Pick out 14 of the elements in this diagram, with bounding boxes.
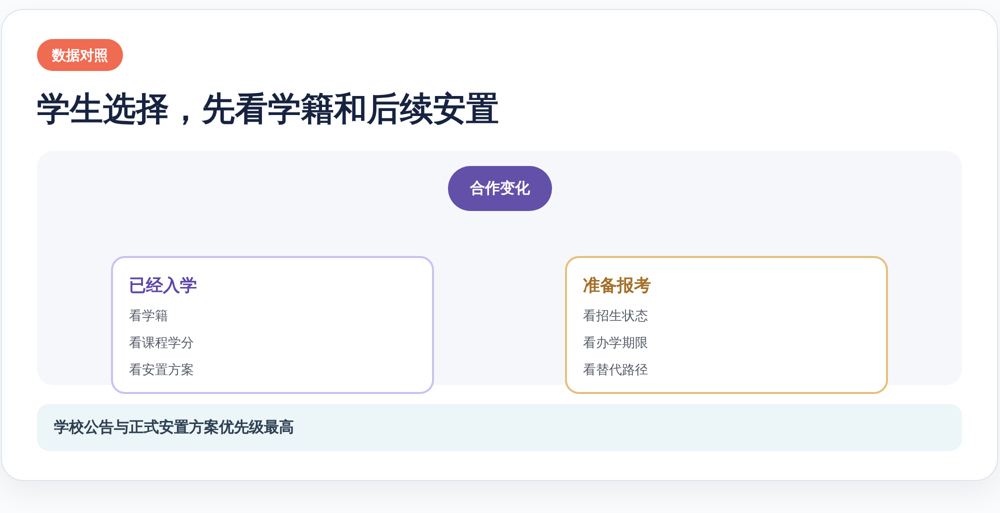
checklist-item: 看课程学分 [129,334,194,352]
checklist-item: 看安置方案 [129,361,194,379]
topic-pill: 合作变化 [448,166,552,211]
page-title: 学生选择，先看学籍和后续安置 [37,89,499,129]
checklist-item: 看招生状态 [583,307,648,325]
info-card [565,256,888,394]
card-heading: 已经入学 [129,275,197,297]
info-card [111,256,434,394]
note-banner: 学校公告与正式安置方案优先级最高 [37,404,962,451]
checklist-item: 看学籍 [129,307,168,325]
checklist-item: 看办学期限 [583,334,648,352]
checklist-item: 看替代路径 [583,361,648,379]
category-tag: 数据对照 [37,39,123,71]
card-heading: 准备报考 [583,275,651,297]
